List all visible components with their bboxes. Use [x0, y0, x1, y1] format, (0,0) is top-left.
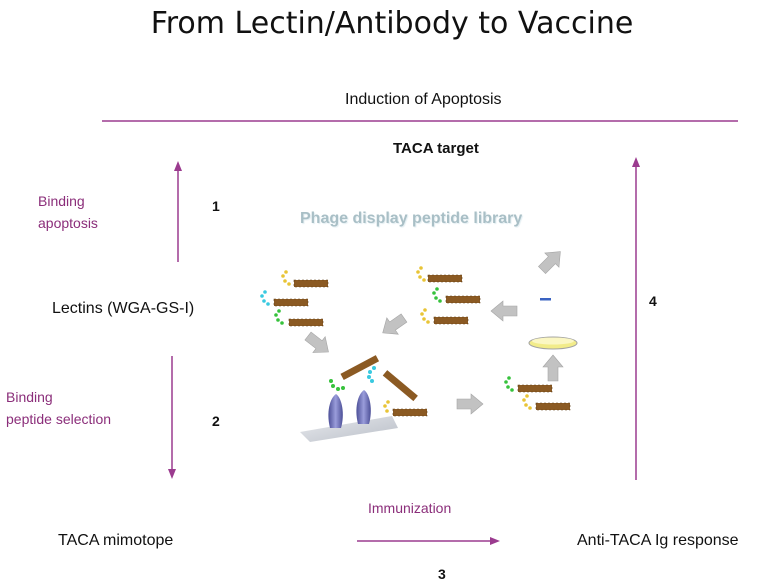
peptide-cluster-top-right [416, 266, 481, 325]
petri-dish [528, 336, 578, 350]
step-2-number: 2 [212, 413, 220, 429]
peptide-cluster-left [260, 270, 329, 327]
lectins-label: Lectins (WGA-GS-I) [52, 300, 195, 317]
gray-arrow-up-right [538, 251, 561, 274]
immunization-label: Immunization [368, 500, 452, 516]
gray-arrow-left [490, 300, 518, 322]
step-3-number: 3 [438, 566, 446, 582]
step-4-number: 4 [649, 293, 657, 309]
gel-band [540, 298, 551, 301]
cell-surface-receptors [300, 355, 428, 442]
peptide-cluster-bottom-right [504, 376, 571, 411]
gray-arrow-left-down [304, 331, 329, 353]
taca-target-label: TACA target [393, 140, 479, 157]
gray-arrow-down-left [382, 313, 408, 335]
induction-label: Induction of Apoptosis [345, 91, 502, 108]
binding-apoptosis-label: Binding apoptosis [38, 193, 98, 231]
step-1-number: 1 [212, 198, 220, 214]
phage-library-label: Phage display peptide library [300, 210, 523, 227]
taca-mimotope-label: TACA mimotope [58, 532, 174, 549]
gray-arrow-right [456, 393, 484, 415]
diagram-title: From Lectin/Antibody to Vaccine [150, 6, 634, 41]
binding-peptide-label: Binding peptide selection [6, 389, 112, 427]
gray-arrow-up [542, 354, 564, 382]
anti-taca-response-label: Anti-TACA Ig response [577, 532, 739, 549]
